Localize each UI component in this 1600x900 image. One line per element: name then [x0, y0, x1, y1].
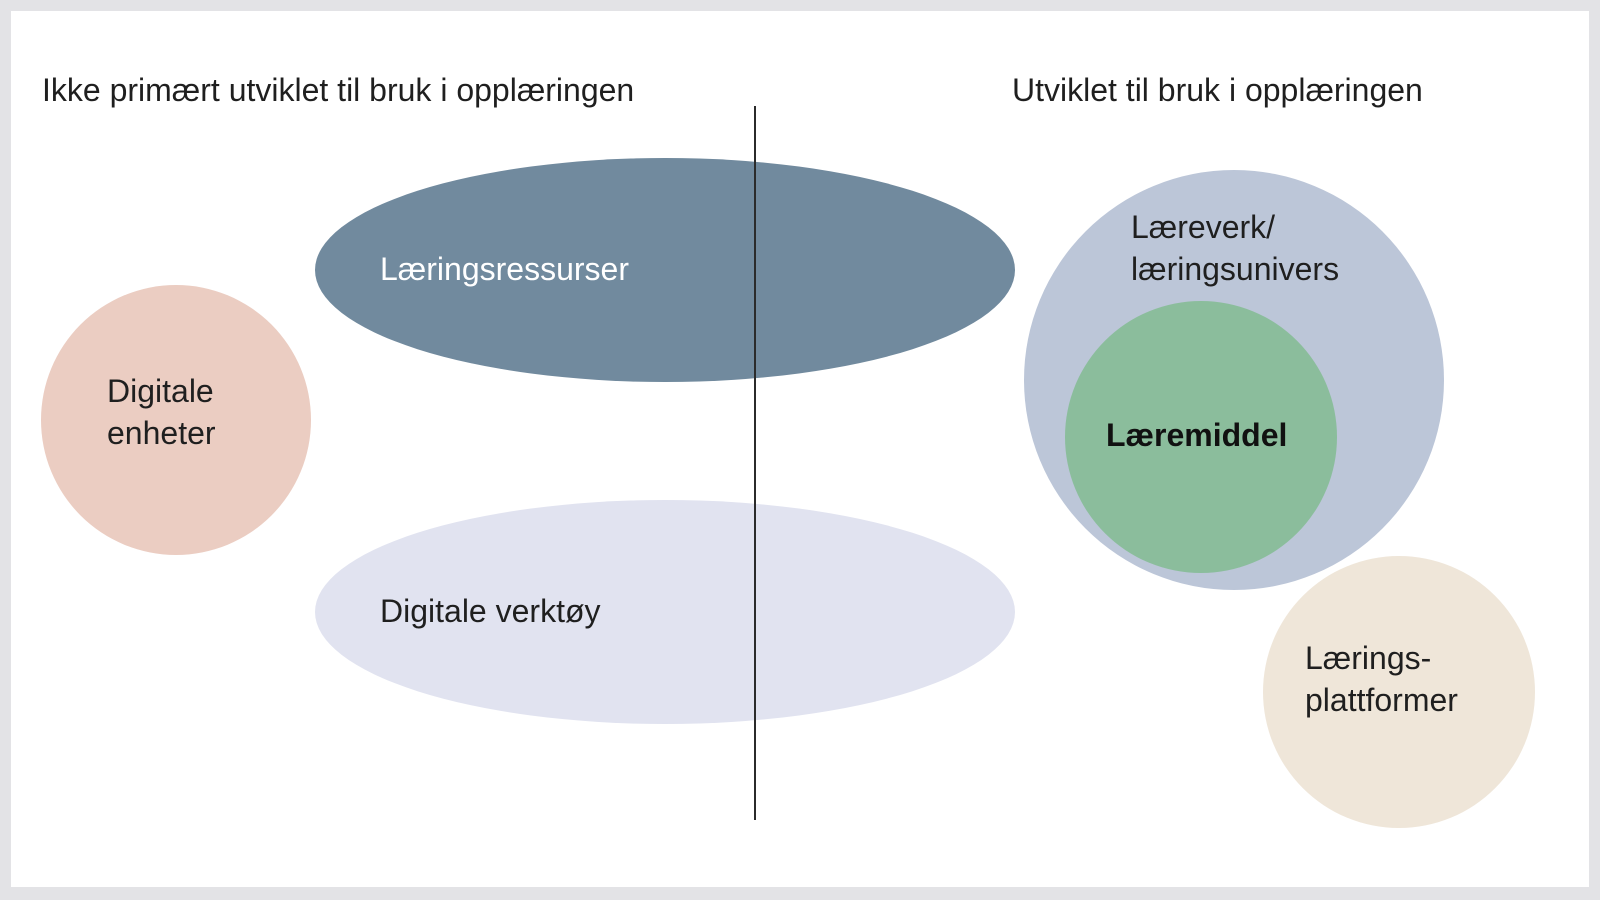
- digital-devices-circle: [41, 285, 311, 555]
- teaching-material-circle: [1065, 301, 1337, 573]
- digital-tools-label: Digitale verktøy: [380, 593, 601, 629]
- textbook-label-line1: Læreverk/: [1131, 209, 1276, 245]
- learning-platforms-label: Lærings- plattformer: [1305, 638, 1458, 721]
- learning-resources-ellipse: [315, 158, 1015, 382]
- learning-platforms-label-line2: plattformer: [1305, 681, 1458, 718]
- textbook-label-line2: læringsunivers: [1131, 250, 1340, 287]
- digital-devices-label-line1: Digitale: [107, 373, 214, 409]
- learning-platforms-label-line1: Lærings-: [1305, 640, 1432, 676]
- teaching-material-label: Læremiddel: [1106, 417, 1288, 453]
- learning-resources-label: Læringsressurser: [380, 251, 629, 287]
- heading-not-for-education: Ikke primært utviklet til bruk i opplæri…: [42, 72, 635, 108]
- heading-for-education: Utviklet til bruk i opplæringen: [1012, 72, 1423, 108]
- textbook-label: Læreverk/ læringsunivers: [1131, 207, 1339, 290]
- diagram-canvas: Ikke primært utviklet til bruk i opplæri…: [11, 11, 1589, 887]
- learning-platforms-circle: [1263, 556, 1535, 828]
- digital-devices-label-line2: enheter: [107, 414, 216, 451]
- digital-devices-label: Digitale enheter: [107, 371, 216, 454]
- category-divider: [754, 106, 756, 820]
- digital-tools-ellipse: [315, 500, 1015, 724]
